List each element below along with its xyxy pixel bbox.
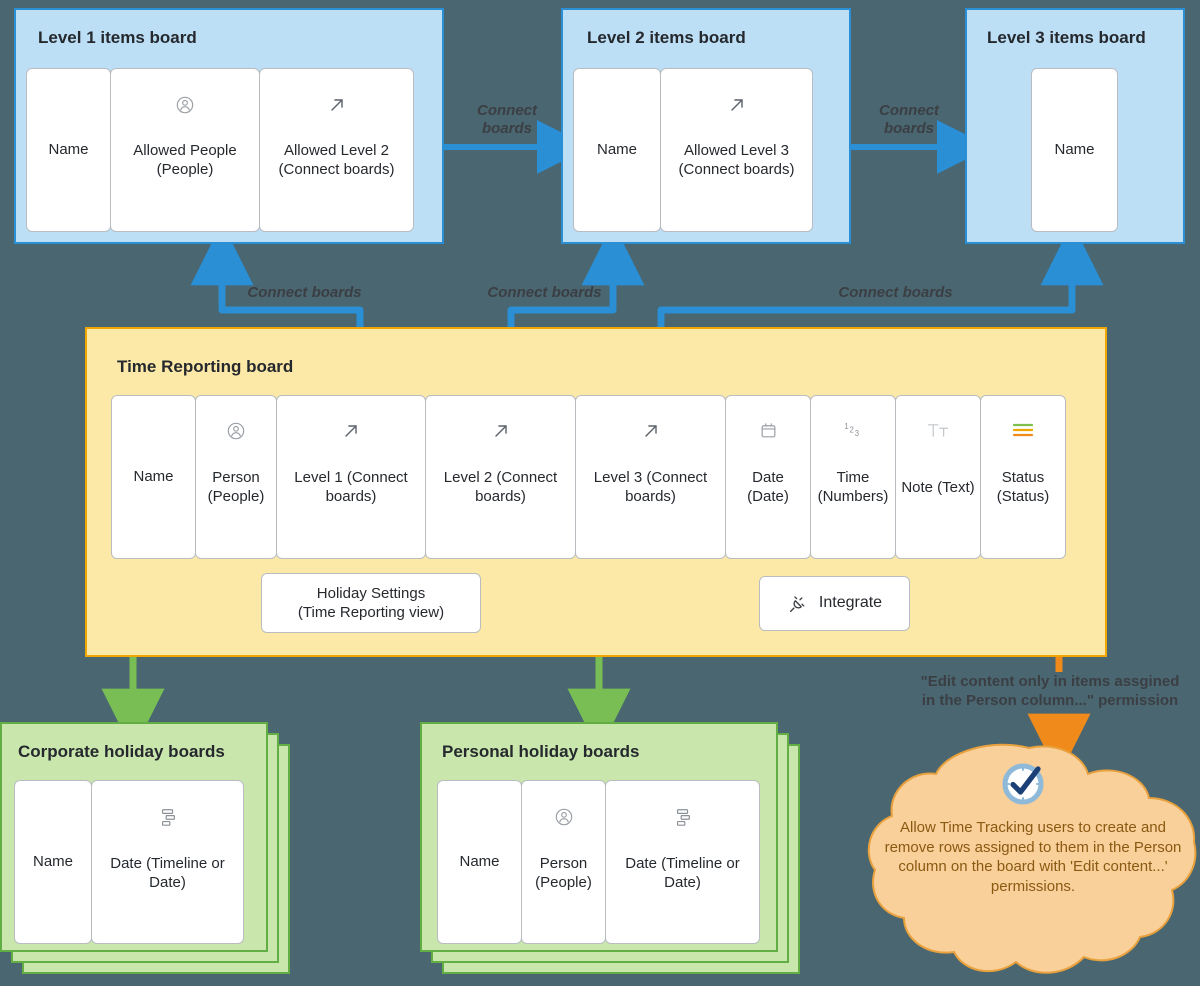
permission-cloud: Allow Time Tracking users to create and …: [866, 740, 1200, 981]
column-name[interactable]: Name: [26, 68, 111, 232]
column-date[interactable]: Date (Timeline or Date): [605, 780, 760, 944]
edge-label-tr-to-l1: Connect boards: [247, 284, 362, 301]
board-level-3-title: Level 3 items board: [987, 28, 1146, 47]
column-person[interactable]: Person (People): [195, 395, 277, 559]
board-level-1[interactable]: Level 1 items board Name Allowed People …: [14, 8, 444, 244]
person-icon: [111, 95, 259, 115]
column-level-3-label: Level 3 (Connect boards): [593, 469, 708, 505]
column-name[interactable]: Name: [437, 780, 522, 944]
board-time-reporting-columns: Name Person (People) Level 1 (Conne: [111, 395, 1066, 559]
column-allowed-people-label: Allowed People (People): [133, 142, 237, 178]
status-icon: [981, 421, 1065, 439]
arrow-up-right-icon: [576, 421, 725, 441]
column-date-label: Date (Date): [747, 469, 789, 505]
board-corporate-holiday-stack[interactable]: Corporate holiday boards Name Date (Time…: [0, 722, 300, 981]
column-status[interactable]: Status (Status): [980, 395, 1066, 559]
column-person-label: Person (People): [207, 469, 265, 505]
column-status-label: Status (Status): [996, 469, 1050, 505]
column-name-label: Name: [32, 852, 73, 870]
column-level-1[interactable]: Level 1 (Connect boards): [276, 395, 426, 559]
arrow-up-right-icon: [260, 95, 413, 115]
column-note[interactable]: Note (Text): [895, 395, 981, 559]
column-note-label: Note (Text): [901, 478, 975, 496]
board-personal-holiday-stack[interactable]: Personal holiday boards Name Person (Peo…: [420, 722, 820, 981]
arrow-up-right-icon: [661, 95, 812, 115]
person-icon: [522, 807, 605, 827]
cloud-shape: [867, 743, 1197, 974]
column-allowed-people[interactable]: Allowed People (People): [110, 68, 260, 232]
column-date-label: Date (Timeline or Date): [625, 855, 740, 891]
holiday-settings-label: Holiday Settings (Time Reporting view): [297, 584, 445, 622]
column-time[interactable]: 1 2 3 Time (Numbers): [810, 395, 896, 559]
edge-label-tr-to-l3: Connect boards: [838, 284, 953, 301]
column-date-label: Date (Timeline or Date): [110, 855, 225, 891]
column-person-label: Person (People): [535, 855, 592, 891]
person-icon: [196, 421, 276, 441]
board-level-3-columns: Name: [1031, 68, 1118, 232]
board-time-reporting[interactable]: Time Reporting board Name Person (People…: [85, 327, 1107, 657]
svg-text:2: 2: [850, 426, 854, 435]
permission-note: "Edit content only in items assgined in …: [920, 673, 1180, 709]
board-level-2-columns: Name Allowed Level 3 (Connect boards): [573, 68, 813, 232]
board-personal-holiday[interactable]: Personal holiday boards Name Person (Peo…: [420, 722, 778, 952]
clock-check-icon: [999, 760, 1047, 808]
column-name-label: Name: [596, 140, 637, 158]
board-personal-holiday-columns: Name Person (People): [437, 780, 760, 944]
board-level-2-title: Level 2 items board: [587, 28, 746, 47]
board-time-reporting-title: Time Reporting board: [117, 357, 294, 376]
column-name-label: Name: [459, 852, 500, 870]
column-level-1-label: Level 1 (Connect boards): [294, 469, 408, 505]
column-name[interactable]: Name: [14, 780, 92, 944]
column-name[interactable]: Name: [111, 395, 196, 559]
column-name-label: Name: [1054, 140, 1095, 158]
column-name-label: Name: [48, 140, 89, 158]
edge-label-l2-to-l3: Connect boards: [879, 102, 939, 137]
column-allowed-level-3[interactable]: Allowed Level 3 (Connect boards): [660, 68, 813, 232]
svg-text:3: 3: [855, 429, 859, 438]
text-icon: [896, 419, 980, 441]
arrow-up-right-icon: [277, 421, 425, 441]
plug-icon: [787, 593, 809, 615]
calendar-icon: [726, 421, 810, 440]
timeline-icon: [606, 807, 759, 827]
board-level-3[interactable]: Level 3 items board Name: [965, 8, 1185, 244]
column-date[interactable]: Date (Date): [725, 395, 811, 559]
column-name-label: Name: [133, 467, 174, 485]
column-allowed-level-2[interactable]: Allowed Level 2 (Connect boards): [259, 68, 414, 232]
board-corporate-holiday[interactable]: Corporate holiday boards Name Date (Time…: [0, 722, 268, 952]
board-level-2[interactable]: Level 2 items board Name Allowed Level 3…: [561, 8, 851, 244]
integrate-pill[interactable]: Integrate: [759, 576, 910, 631]
timeline-icon: [92, 807, 243, 827]
column-allowed-level-3-label: Allowed Level 3 (Connect boards): [678, 142, 795, 178]
column-date[interactable]: Date (Timeline or Date): [91, 780, 244, 944]
board-personal-holiday-title: Personal holiday boards: [442, 742, 640, 761]
integrate-label: Integrate: [818, 594, 883, 612]
edge-label-tr-to-l2: Connect boards: [487, 284, 602, 301]
cloud-text: Allow Time Tracking users to create and …: [884, 819, 1182, 895]
board-level-1-title: Level 1 items board: [38, 28, 197, 47]
column-level-2[interactable]: Level 2 (Connect boards): [425, 395, 576, 559]
numbers-icon: 1 2 3: [811, 419, 895, 441]
svg-text:1: 1: [844, 422, 848, 431]
arrow-up-right-icon: [426, 421, 575, 441]
column-level-2-label: Level 2 (Connect boards): [443, 469, 558, 505]
column-name[interactable]: Name: [573, 68, 661, 232]
column-level-3[interactable]: Level 3 (Connect boards): [575, 395, 726, 559]
board-level-1-columns: Name Allowed People (People) Allowed: [26, 68, 414, 232]
board-corporate-holiday-title: Corporate holiday boards: [18, 742, 225, 761]
board-corporate-holiday-columns: Name Date (Timeline or Date): [14, 780, 244, 944]
holiday-settings-pill[interactable]: Holiday Settings (Time Reporting view): [261, 573, 481, 633]
column-person[interactable]: Person (People): [521, 780, 606, 944]
column-allowed-level-2-label: Allowed Level 2 (Connect boards): [278, 142, 395, 178]
edge-label-l1-to-l2: Connect boards: [477, 102, 537, 137]
column-name[interactable]: Name: [1031, 68, 1118, 232]
column-time-label: Time (Numbers): [817, 469, 889, 505]
